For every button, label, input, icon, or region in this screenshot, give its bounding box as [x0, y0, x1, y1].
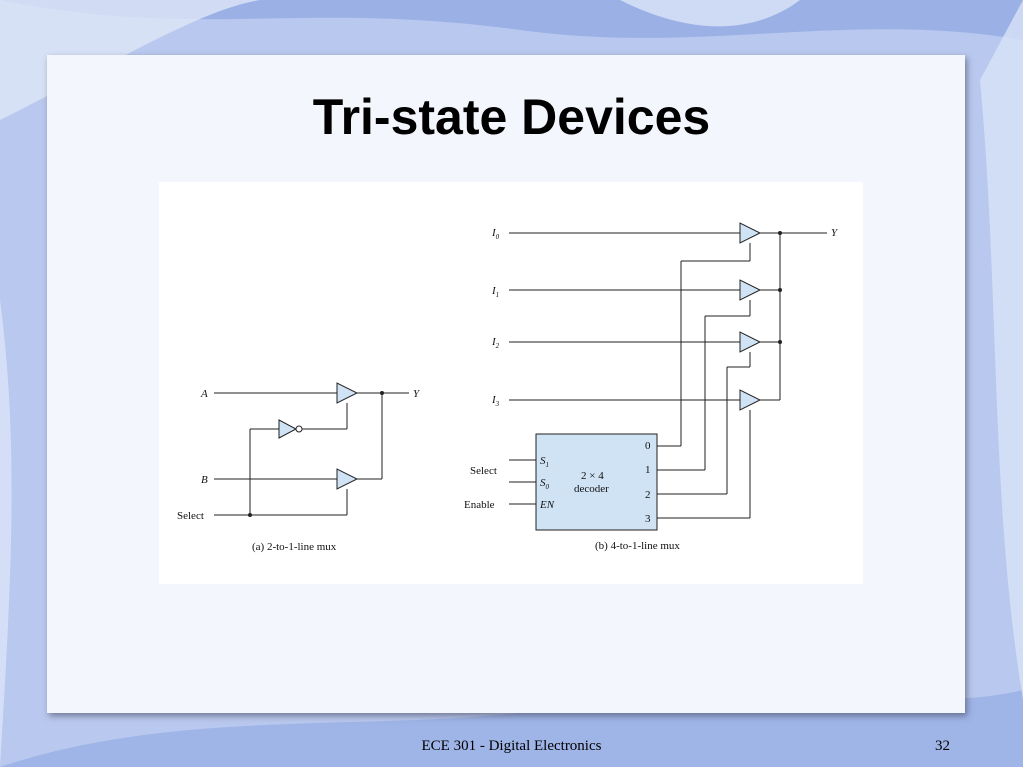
input-i0-label: I0 [491, 227, 500, 241]
circuit-diagram: A B Select Y (a) 2-to-1-lin [177, 222, 839, 553]
mux-figure: A B Select Y (a) 2-to-1-lin [159, 182, 863, 584]
enable-label: Enable [464, 499, 495, 511]
tristate-buffer [336, 382, 359, 404]
decoder-2x4 [535, 433, 658, 531]
decoder-output-2: 2 [645, 489, 651, 501]
caption-b: (b) 4-to-1-line mux [595, 540, 680, 552]
inverter [278, 419, 298, 439]
decoder-output-0: 0 [645, 440, 651, 452]
output-y-label-b: Y [831, 227, 839, 239]
tristate-buffer [739, 279, 762, 301]
select-label-a: Select [177, 510, 204, 522]
select-label-b: Select [470, 465, 497, 477]
slide-number: 32 [935, 738, 950, 754]
slide-title: Tri-state Devices [312, 89, 711, 145]
caption-a: (a) 2-to-1-line mux [252, 541, 337, 553]
tristate-buffer [739, 389, 762, 411]
tristate-buffer [739, 331, 762, 353]
decoder-name-label: decoder [574, 483, 609, 495]
decoder-output-1: 1 [645, 464, 651, 476]
mux-4to1: I0 I1 I2 I3 Y S1 S0 [464, 222, 839, 552]
decoder-en-label: EN [539, 499, 555, 511]
input-a-label: A [200, 388, 208, 400]
input-i3-label: I3 [491, 394, 500, 408]
decoder-s1-label: S1 [540, 455, 549, 469]
decoder-output-3: 3 [645, 513, 651, 525]
tristate-buffer [336, 468, 359, 490]
tristate-buffer [739, 222, 762, 244]
decoder-size-label: 2 × 4 [581, 470, 604, 482]
input-i1-label: I1 [491, 285, 499, 299]
mux-2to1: A B Select Y (a) 2-to-1-lin [177, 382, 421, 553]
decoder-s0-label: S0 [540, 477, 550, 491]
slide-footer: ECE 301 - Digital Electronics [421, 738, 602, 754]
output-y-label-a: Y [413, 388, 421, 400]
input-b-label: B [201, 474, 208, 486]
input-i2-label: I2 [491, 336, 500, 350]
